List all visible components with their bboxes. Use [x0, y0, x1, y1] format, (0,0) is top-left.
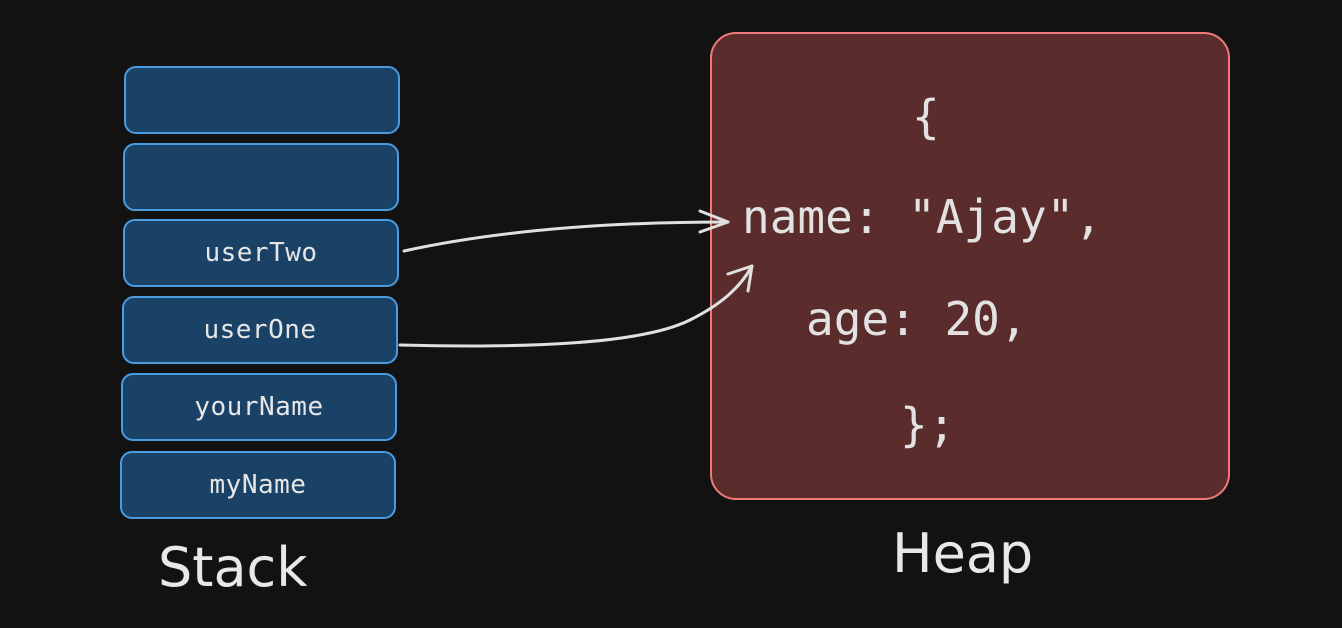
heap-code-close-brace: }; [900, 398, 956, 452]
stack-label: Stack [158, 536, 308, 599]
heap-code-age-line: age: 20, [806, 292, 1028, 346]
stack-cell-yourname: yourName [121, 373, 397, 441]
arrow-usertwo-to-object [402, 220, 730, 253]
stack-cell-myname: myName [120, 451, 396, 519]
heap-box [710, 32, 1230, 500]
stack-cell-usertwo: userTwo [123, 219, 399, 287]
heap-label: Heap [892, 522, 1034, 585]
heap-code-name-line: name: "Ajay", [742, 190, 1103, 244]
arrow-userone-to-object [398, 264, 754, 348]
stack-cell-empty-top [124, 66, 400, 134]
heap-code-open-brace: { [912, 90, 940, 144]
stack-cell-empty-second [123, 143, 399, 211]
stack-cell-userone: userOne [122, 296, 398, 364]
